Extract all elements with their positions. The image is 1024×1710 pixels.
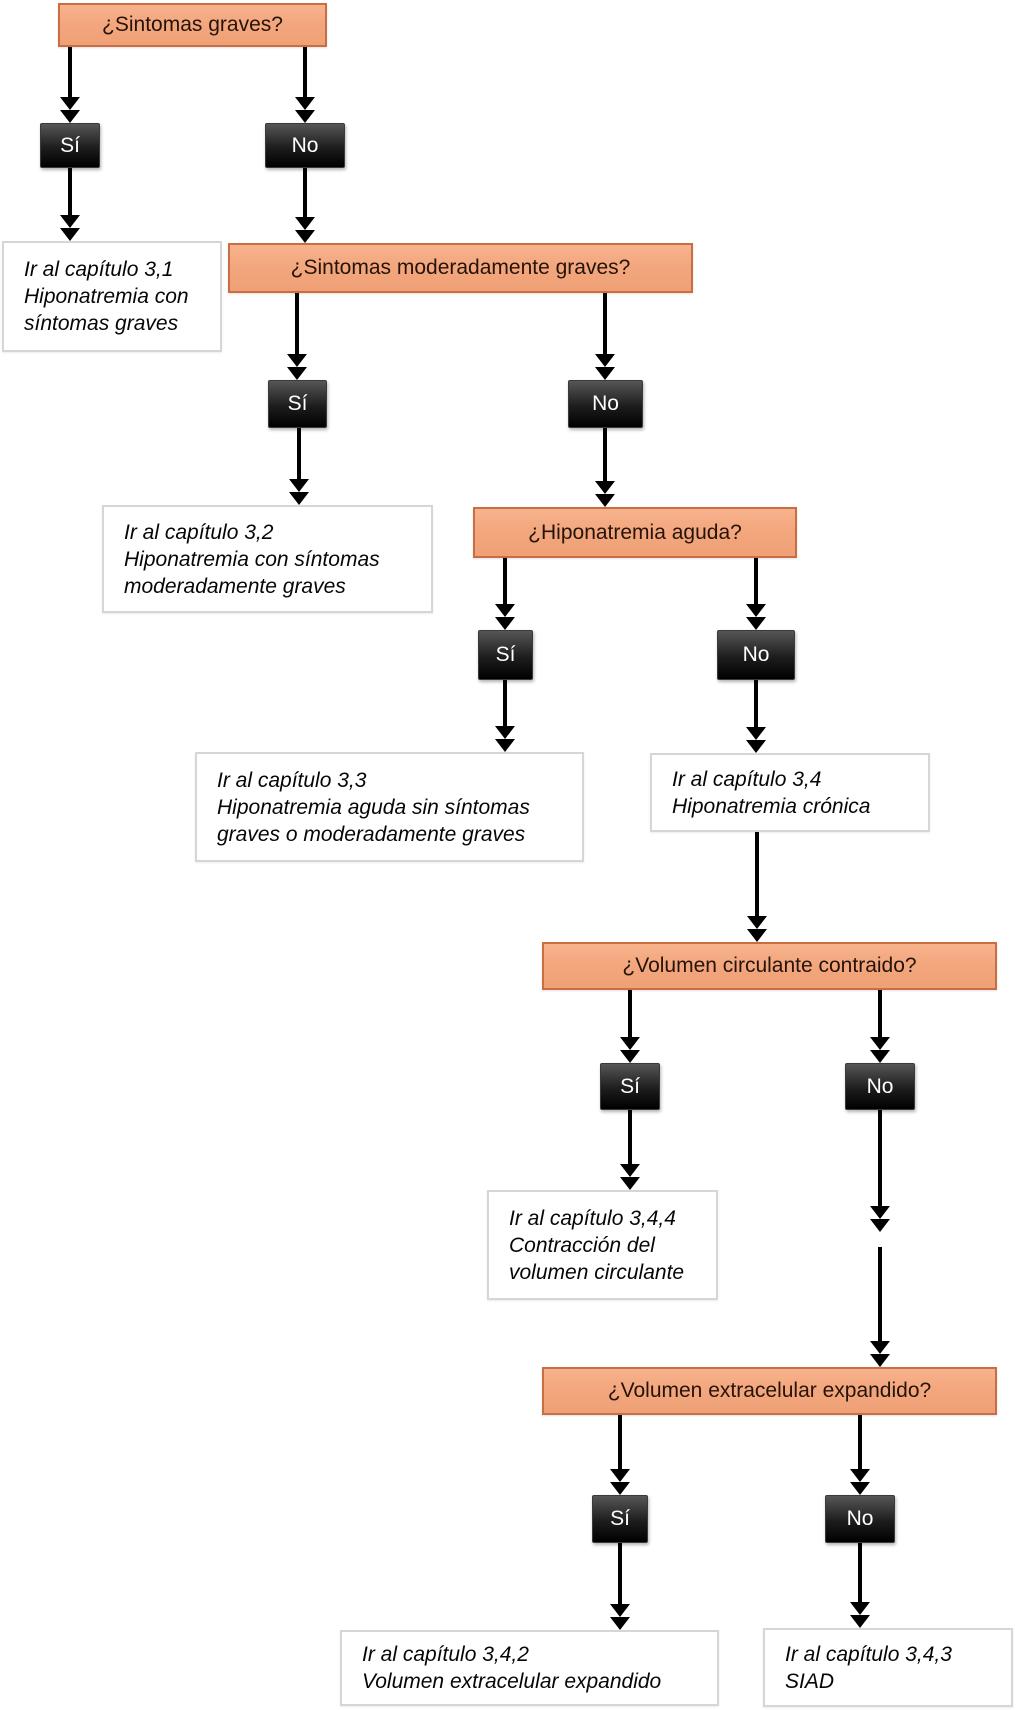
arrow-decision-si-3-to-outcome-3-3 [495, 680, 515, 752]
decision-no-1: No [265, 123, 345, 168]
decision-no-3: No [717, 630, 795, 680]
arrow-decision-no-1-to-question-sintomas-moderadamente-graves [295, 168, 315, 243]
arrow-outcome-3-4-to-question-volumen-circulante-contraido [747, 832, 767, 942]
outcome-text-line: Volumen extracelular expandido [362, 1670, 662, 1693]
arrow-decision-no-3-to-outcome-3-4 [746, 680, 766, 753]
outcome-text-line: Hiponatremia aguda sin síntomas [217, 795, 530, 819]
arrow-question-volumen-extracelular-expandido-to-decision-no-5 [850, 1415, 870, 1495]
decision-si-1: Sí [40, 123, 100, 168]
outcome-text-line: Ir al capítulo 3,4,4 [509, 1206, 676, 1230]
arrow-segment-gap-to-question-volumen-extracelular-expandido [870, 1247, 890, 1367]
question-sintomas-moderadamente-graves: ¿Sintomas moderadamente graves? [228, 243, 693, 293]
arrow-decision-si-1-to-outcome-3-1 [60, 168, 80, 241]
arrow-question-volumen-extracelular-expandido-to-decision-si-5 [610, 1415, 630, 1495]
decision-no-2: No [568, 380, 643, 428]
outcome-text-line: Ir al capítulo 3,4 [672, 767, 822, 791]
arrow-question-hiponatremia-aguda-to-decision-si-3 [495, 558, 515, 630]
outcome-text-line: Ir al capítulo 3,4,3 [785, 1642, 952, 1666]
outcome-text-line: Ir al capítulo 3,3 [217, 768, 367, 792]
question-hiponatremia-aguda: ¿Hiponatremia aguda? [473, 507, 797, 558]
decision-no-4: No [845, 1063, 915, 1110]
question-sintomas-graves: ¿Sintomas graves? [58, 3, 327, 47]
decision-si-2: Sí [268, 380, 327, 428]
arrow-question-hiponatremia-aguda-to-decision-no-3 [746, 558, 766, 630]
arrow-question-sintomas-graves-to-decision-si-1 [60, 47, 80, 123]
outcome-text-line: Ir al capítulo 3,2 [124, 520, 274, 544]
question-volumen-extracelular-expandido: ¿Volumen extracelular expandido? [542, 1367, 997, 1415]
arrow-question-sintomas-graves-to-decision-no-1 [295, 47, 315, 123]
arrow-question-volumen-circulante-contraido-to-decision-no-4 [870, 990, 890, 1063]
outcome-text-line: síntomas graves [24, 312, 179, 335]
outcome-text-line: SIAD [785, 1669, 835, 1693]
arrow-question-sintomas-moderadamente-graves-to-decision-si-2 [287, 293, 307, 380]
decision-si-3: Sí [478, 630, 533, 680]
outcome-text-line: Ir al capítulo 3,1 [24, 258, 174, 281]
decision-no-5: No [825, 1495, 895, 1543]
arrow-decision-no-5-to-outcome-3-4-3 [850, 1543, 870, 1628]
decision-si-4: Sí [600, 1063, 660, 1110]
outcome-text-line: graves o moderadamente graves [217, 822, 526, 846]
arrow-decision-si-4-to-outcome-3-4-4 [620, 1110, 640, 1190]
outcome-text-line: moderadamente graves [124, 574, 346, 598]
outcome-text-line: Ir al capítulo 3,4,2 [362, 1643, 529, 1666]
arrow-question-volumen-circulante-contraido-to-decision-si-4 [620, 990, 640, 1063]
decision-si-5: Sí [592, 1495, 648, 1543]
outcome-text-line: Hiponatremia con [24, 285, 189, 308]
arrow-decision-no-4-to-segment-gap [870, 1110, 890, 1232]
outcome-text-line: Hiponatremia con síntomas [124, 547, 380, 571]
question-volumen-circulante-contraido: ¿Volumen circulante contraido? [542, 942, 997, 990]
outcome-text-line: Hiponatremia crónica [672, 794, 871, 818]
arrow-decision-si-5-to-outcome-3-4-2 [610, 1543, 630, 1630]
arrow-decision-si-2-to-outcome-3-2 [289, 428, 309, 505]
outcome-text-line: Contracción del [509, 1233, 655, 1257]
arrow-question-sintomas-moderadamente-graves-to-decision-no-2 [595, 293, 615, 380]
arrow-decision-no-2-to-question-hiponatremia-aguda [595, 428, 615, 507]
outcome-text-line: volumen circulante [509, 1260, 685, 1284]
